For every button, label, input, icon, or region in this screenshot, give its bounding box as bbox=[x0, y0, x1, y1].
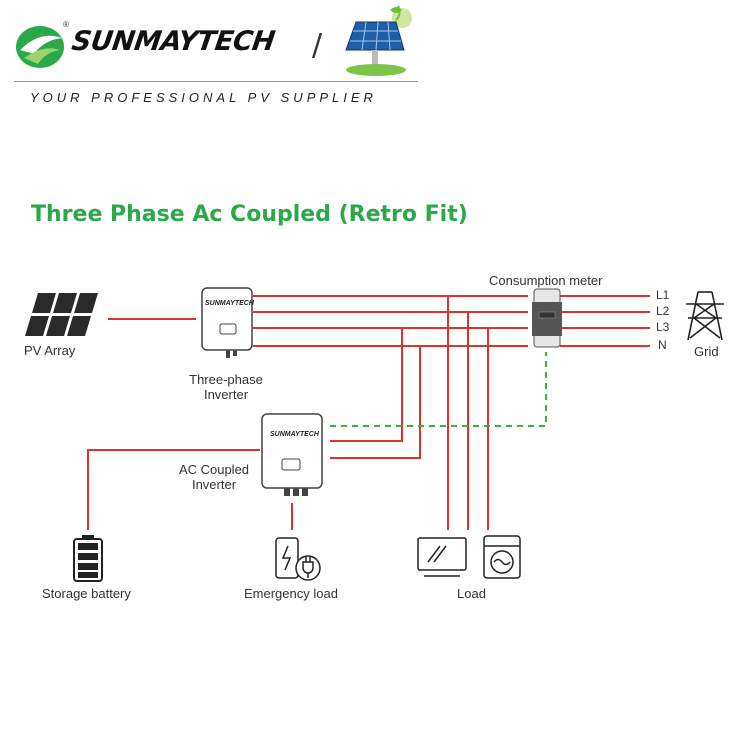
header-divider: / bbox=[312, 28, 323, 63]
inverter-brand-label: SUNMAYTECH bbox=[205, 300, 254, 307]
transmission-tower-icon bbox=[686, 291, 724, 341]
consumption-meter-label: Consumption meter bbox=[489, 273, 603, 288]
line-label-l1: L1 bbox=[656, 288, 670, 302]
grid-label: Grid bbox=[694, 344, 719, 359]
pv-array-label: PV Array bbox=[24, 343, 76, 358]
solar-panel-photo-icon bbox=[345, 5, 412, 76]
washing-machine-icon bbox=[483, 535, 521, 579]
diagram-title: Three Phase Ac Coupled (Retro Fit) bbox=[31, 202, 468, 227]
ac-inverter-brand-label: SUNMAYTECH bbox=[270, 431, 319, 438]
tagline: YOUR PROFESSIONAL PV SUPPLIER bbox=[30, 90, 377, 105]
brand-logo-icon bbox=[16, 26, 64, 68]
communication-line bbox=[330, 352, 547, 427]
line-label-l2: L2 bbox=[656, 304, 670, 318]
monitor-icon bbox=[417, 537, 467, 577]
three-phase-inverter-label: Three-phase Inverter bbox=[189, 372, 263, 402]
three-phase-inverter-icon bbox=[201, 287, 253, 358]
emergency-load-label: Emergency load bbox=[244, 586, 338, 601]
storage-battery-label: Storage battery bbox=[42, 586, 131, 601]
load-label: Load bbox=[457, 586, 486, 601]
battery-icon bbox=[73, 535, 103, 582]
ac-coupled-inverter-label: AC Coupled Inverter bbox=[178, 462, 250, 492]
line-label-n: N bbox=[658, 338, 667, 352]
ac-coupled-inverter-icon bbox=[261, 413, 323, 496]
solar-panel-icon bbox=[25, 293, 98, 336]
meter-icon bbox=[532, 288, 562, 348]
power-lines bbox=[87, 295, 650, 530]
header-rule bbox=[14, 81, 418, 82]
line-label-l3: L3 bbox=[656, 320, 670, 334]
registered-mark: ® bbox=[63, 20, 69, 29]
ev-charger-icon bbox=[275, 537, 321, 581]
